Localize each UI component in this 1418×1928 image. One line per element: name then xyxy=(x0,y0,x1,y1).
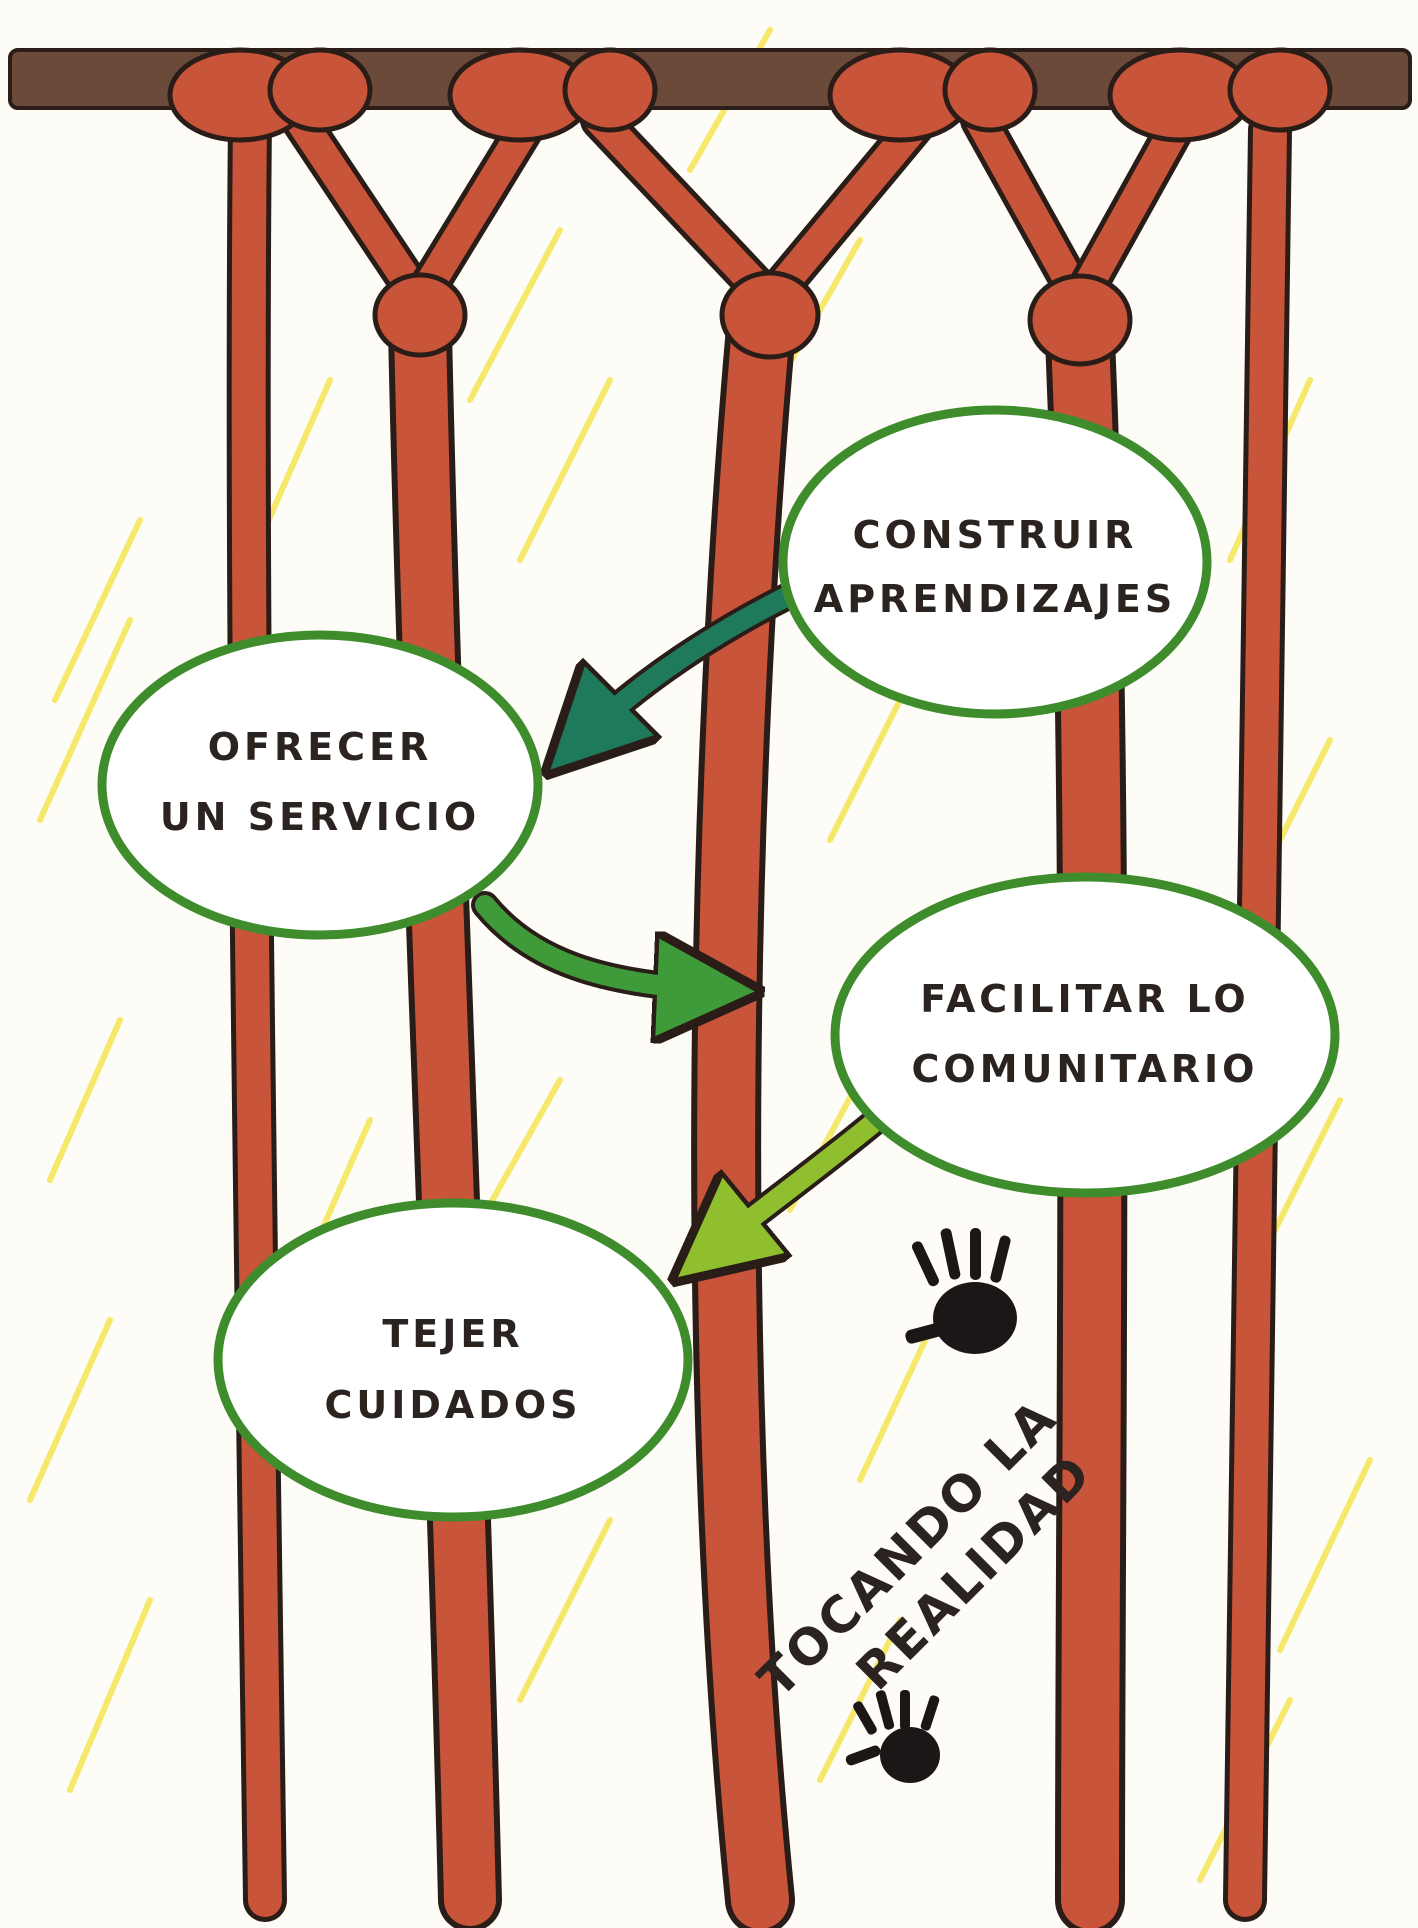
rope-strand xyxy=(1065,105,1195,315)
rope-strand xyxy=(285,105,435,315)
handprint-icon xyxy=(905,1228,1017,1354)
label-ofrecer-line2: UN SERVICIO xyxy=(160,795,480,839)
rope-loop xyxy=(267,47,373,133)
ellipse-ofrecer: OFRECER UN SERVICIO xyxy=(97,630,543,940)
rod-loops xyxy=(167,47,1333,143)
rope-knot xyxy=(719,270,821,360)
rope-knot xyxy=(372,272,468,358)
label-tejer-line1: TEJER xyxy=(382,1312,523,1356)
rope-knots xyxy=(372,270,1133,367)
rope-loop xyxy=(562,47,658,133)
ellipse-facilitar: FACILITAR LO COMUNITARIO xyxy=(830,872,1340,1198)
label-construir-line1: CONSTRUIR xyxy=(853,513,1138,557)
rope-knot xyxy=(1027,273,1133,367)
rope-loop xyxy=(1227,47,1333,133)
label-facilitar-line2: COMUNITARIO xyxy=(912,1047,1259,1091)
handprint-icon xyxy=(845,1690,940,1783)
rope-strand xyxy=(697,311,789,1928)
label-ofrecer-line1: OFRECER xyxy=(208,725,433,769)
rope-loop xyxy=(942,47,1038,133)
label-facilitar-line1: FACILITAR LO xyxy=(920,977,1249,1021)
label-construir-line2: APRENDIZAJES xyxy=(814,577,1176,621)
rope-strand xyxy=(755,105,935,315)
ellipse-construir: CONSTRUIR APRENDIZAJES xyxy=(778,405,1212,719)
rope-strand xyxy=(965,105,1095,315)
flow-arrows xyxy=(471,581,909,1255)
rope-strand xyxy=(405,105,545,315)
rope-strand xyxy=(231,103,282,1917)
label-tejer-line2: CUIDADOS xyxy=(324,1383,581,1427)
rope-strand xyxy=(394,304,496,1926)
ellipse-tejer: TEJER CUIDADOS xyxy=(213,1198,693,1522)
rope-strand xyxy=(585,105,785,315)
